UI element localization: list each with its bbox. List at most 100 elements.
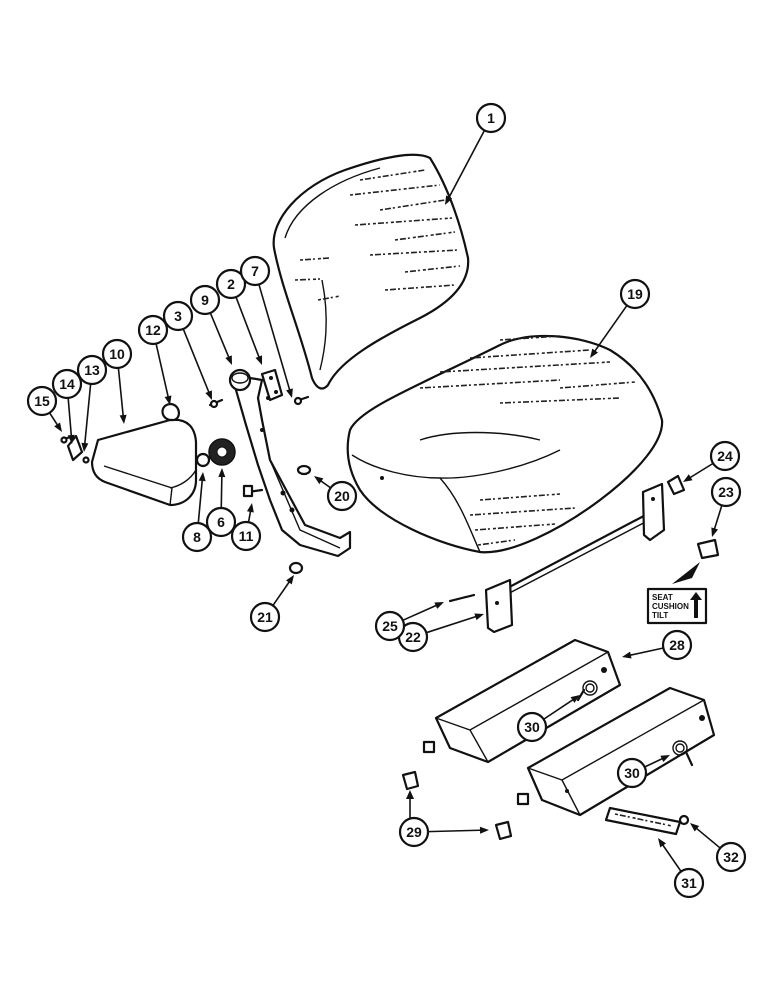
bolt-right [494,820,513,841]
decal-line-2: CUSHION [652,602,689,611]
leader-arrowhead-25 [434,602,444,609]
leader-arrowhead-32 [690,823,700,832]
callout-number: 23 [718,484,734,500]
callout-number: 12 [145,322,161,338]
callout-circle [516,711,548,743]
callout-number: 30 [624,765,640,781]
leader-arrowhead-7 [286,388,293,398]
callout-circle [398,816,430,848]
leader-arrowhead-19 [590,348,599,358]
callout-number: 10 [109,346,125,362]
callout-number: 13 [84,362,100,378]
decal-sticker [696,538,720,560]
leader-line-10 [117,367,125,420]
callout-30: 30 [516,711,548,743]
callout-circle [326,480,358,512]
leader-line-13 [83,383,92,448]
slide-rail-lower [516,686,716,817]
leader-line-30 [543,697,577,720]
callout-15: 15 [26,385,58,417]
callout-9: 9 [189,284,221,316]
callout-number: 15 [34,393,50,409]
leader-arrowhead-21 [286,575,294,585]
leader-line-1 [446,130,486,201]
leader-arrowhead-8 [198,472,206,482]
callout-circle [181,521,213,553]
callout-circle [475,102,507,134]
callout-circle [26,385,58,417]
serial-plate [604,806,682,836]
armrest [90,418,198,507]
callout-circle [215,268,247,300]
leader-line-31 [660,841,682,872]
callout-circle [205,506,237,538]
callout-circle [162,300,194,332]
callout-number: 19 [627,286,643,302]
leader-line-9 [209,312,231,361]
spring-lower [672,740,694,767]
leader-arrowhead-2 [255,355,263,365]
callout-circle [619,278,651,310]
leader-line-14 [67,397,73,440]
decal-line-1: SEAT [652,593,673,602]
callout-circle [230,520,262,552]
leader-arrowhead-30 [570,695,580,703]
leader-arrowhead-3 [205,390,212,400]
callout-number: 1 [487,110,495,126]
callout-number: 11 [239,528,254,544]
leader-line-29 [427,829,485,833]
spring-upper [576,680,598,702]
callout-circle [709,440,741,472]
leader-line-22 [426,614,480,634]
callout-25: 25 [374,610,406,642]
callout-circle [76,354,108,386]
leader-line-6 [220,472,223,509]
callout-circle [51,368,83,400]
callout-3: 3 [162,300,194,332]
callout-number: 31 [681,875,697,891]
leader-arrowhead-22 [474,613,484,621]
link-plate [260,368,284,402]
leader-line-28 [626,647,664,657]
callout-circle [710,476,742,508]
callout-10: 10 [101,338,133,370]
callout-number: 24 [717,448,733,464]
callout-12: 12 [137,314,169,346]
callout-30: 30 [616,757,648,789]
callout-number: 30 [524,719,540,735]
armrest-bracket [228,368,352,558]
leader-arrowhead-30 [660,755,670,763]
callout-23: 23 [710,476,742,508]
callout-number: 29 [406,824,422,840]
callout-number: 9 [201,292,209,308]
callout-28: 28 [661,629,693,661]
seat-backrest [272,153,470,390]
leader-arrowhead-14 [67,434,75,444]
leader-line-32 [693,825,721,849]
decal-line-3: TILT [652,611,668,620]
callout-circle [616,757,648,789]
callout-circle [189,284,221,316]
leader-arrowhead-23 [711,527,719,537]
callout-24: 24 [709,440,741,472]
callout-circle [715,841,747,873]
leader-arrowhead-13 [81,442,89,452]
leader-line-3 [182,328,211,396]
callout-1: 1 [475,102,507,134]
leader-line-24 [686,462,714,481]
callout-2: 2 [215,268,247,300]
callout-circle [101,338,133,370]
leader-line-7 [258,284,292,394]
callout-circle [137,314,169,346]
leader-arrowhead-1 [445,195,453,205]
hardware-fasteners [60,395,690,826]
slide-rail-upper [422,638,622,764]
leader-arrowhead-28 [622,651,632,659]
leader-lines [48,130,723,872]
leader-arrowhead-31 [658,838,666,848]
callout-11: 11 [230,520,262,552]
leader-line-2 [235,296,261,361]
leader-line-19 [592,304,628,355]
adjust-knob [208,438,236,466]
